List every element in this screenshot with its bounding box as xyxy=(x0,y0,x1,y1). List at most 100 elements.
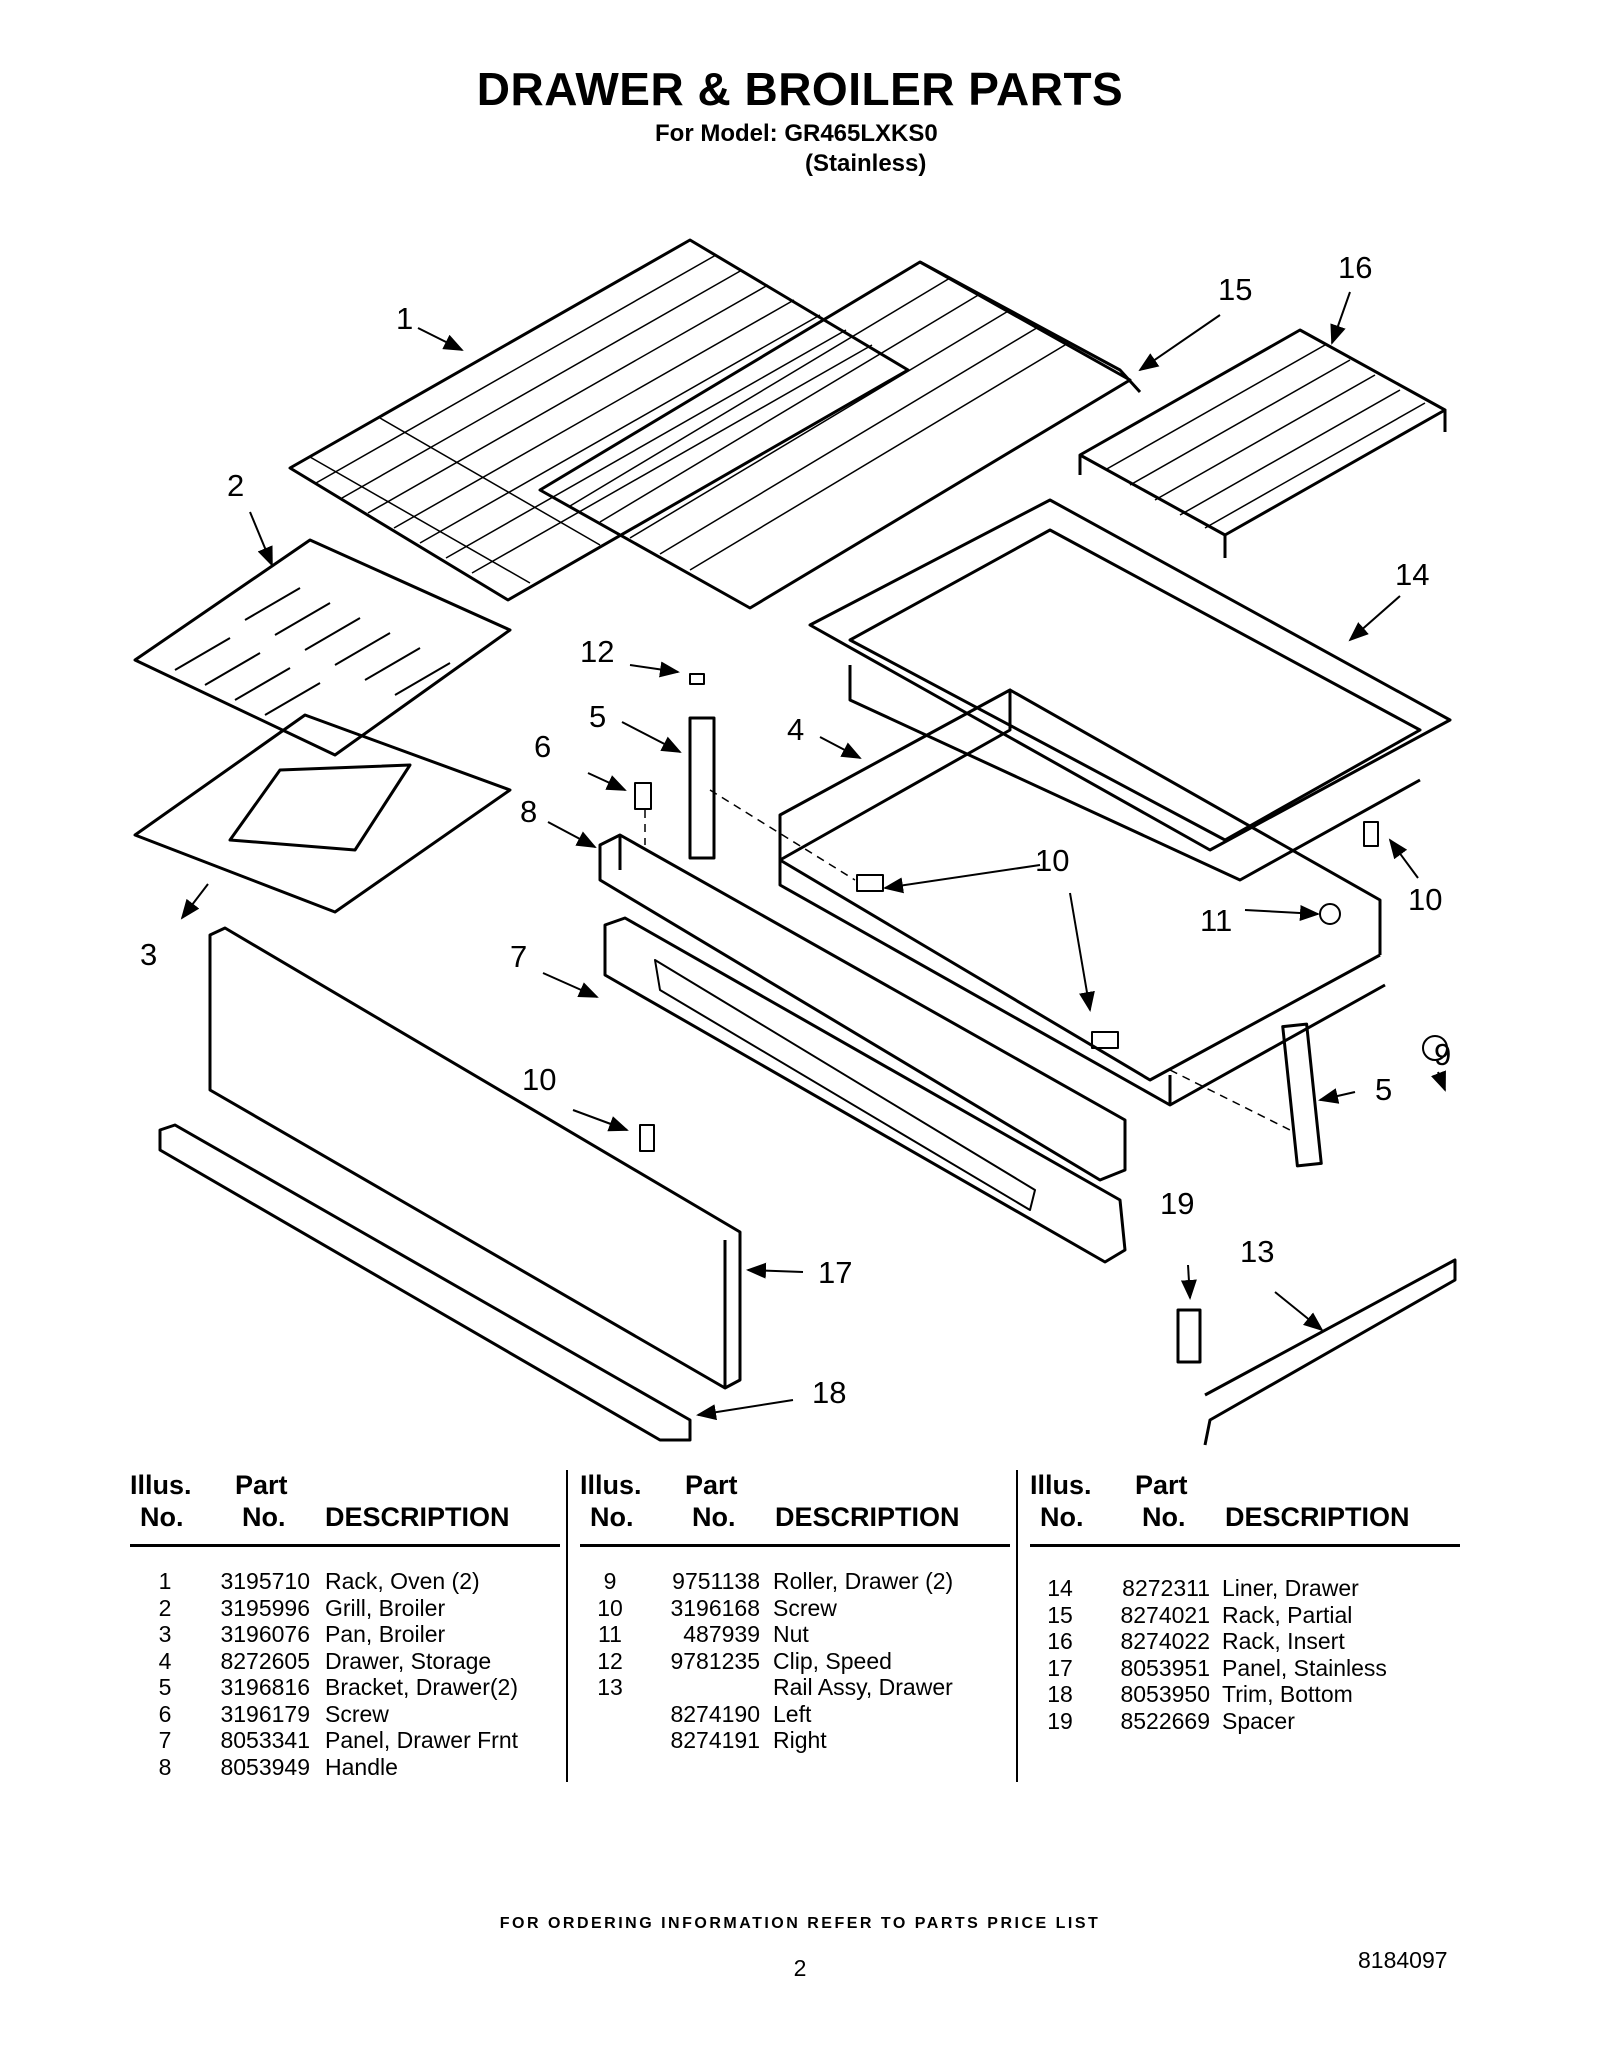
part-no: 487939 xyxy=(683,1621,760,1647)
illus-no: 9 xyxy=(603,1568,617,1594)
part-no: 3195996 xyxy=(220,1594,310,1621)
illus-no: 7 xyxy=(158,1727,172,1753)
description: Screw xyxy=(773,1594,837,1621)
header-rule xyxy=(580,1544,1010,1547)
description: Handle xyxy=(325,1753,398,1780)
part-no: 8053949 xyxy=(220,1753,310,1780)
broiler-grill-part xyxy=(133,538,512,757)
callout-12: 12 xyxy=(580,634,614,669)
part-no: 8274191 xyxy=(670,1727,760,1753)
illus-no: 6 xyxy=(158,1700,172,1727)
part-no: 3196179 xyxy=(220,1700,310,1727)
illus-no: 1 xyxy=(158,1568,172,1594)
callout-6: 6 xyxy=(534,729,551,764)
column-divider xyxy=(566,1470,568,1782)
description: Drawer, Storage xyxy=(325,1647,492,1674)
description-header: DESCRIPTION xyxy=(775,1502,960,1532)
part-header: Part xyxy=(1135,1470,1188,1500)
illus-header: Illus. xyxy=(1030,1470,1092,1500)
callout-11: 11 xyxy=(1200,903,1232,938)
description: Rack, Insert xyxy=(1222,1628,1345,1654)
illus-no: 2 xyxy=(158,1594,172,1621)
description: Liner, Drawer xyxy=(1222,1575,1359,1601)
description: Rack, Oven (2) xyxy=(325,1568,480,1594)
illus-no: 17 xyxy=(1047,1654,1073,1681)
description-header: DESCRIPTION xyxy=(1225,1502,1410,1532)
broiler-pan-part xyxy=(133,713,512,914)
description: Rack, Partial xyxy=(1222,1601,1353,1628)
part-no: 8522669 xyxy=(1120,1707,1210,1734)
illus-no: 8 xyxy=(158,1753,172,1780)
description: Rail Assy, Drawer xyxy=(773,1674,953,1700)
description: Spacer xyxy=(1222,1707,1295,1734)
illus-header: Illus. xyxy=(580,1470,642,1500)
oven-rack-part xyxy=(288,238,910,602)
callout-5b: 5 xyxy=(1375,1072,1392,1107)
page-number: 2 xyxy=(793,1955,807,1981)
illus-no: 15 xyxy=(1047,1601,1073,1628)
insert-rack-part xyxy=(1078,328,1447,558)
callout-14: 14 xyxy=(1395,557,1429,592)
illus-header: Illus. xyxy=(130,1470,192,1500)
drawer-front-panel-part xyxy=(603,916,1127,1264)
illus-no: 13 xyxy=(597,1674,623,1700)
description: Panel, Drawer Frnt xyxy=(325,1727,519,1753)
illus-no: 12 xyxy=(597,1647,623,1674)
callout-7: 7 xyxy=(510,939,527,974)
illus-no: 10 xyxy=(597,1594,623,1621)
part-no: 8274190 xyxy=(670,1700,760,1727)
callout-15: 15 xyxy=(1218,272,1252,307)
storage-drawer-part xyxy=(778,688,1386,1107)
description: Clip, Speed xyxy=(773,1647,892,1674)
spacer-part xyxy=(1176,1308,1202,1364)
page-title: DRAWER & BROILER PARTS xyxy=(476,63,1124,115)
illus-header-no: No. xyxy=(140,1502,184,1532)
part-no: 9781235 xyxy=(670,1647,760,1674)
finish-line: (Stainless) xyxy=(805,150,927,177)
description: Panel, Stainless xyxy=(1222,1654,1387,1681)
drawer-rail-part xyxy=(1203,1258,1457,1446)
description: Screw xyxy=(325,1700,389,1727)
callout-4: 4 xyxy=(787,712,804,747)
callout-18: 18 xyxy=(812,1375,846,1410)
model-line: For Model: GR465LXKS0 xyxy=(655,120,938,147)
callout-19: 19 xyxy=(1160,1186,1194,1221)
stainless-panel-part xyxy=(208,926,742,1390)
illus-no: 11 xyxy=(598,1621,622,1647)
parts-table-column-3: Illus. No. Part No. DESCRIPTION 14 827231… xyxy=(1030,1470,1460,1734)
description: Trim, Bottom xyxy=(1222,1681,1353,1707)
callout-16: 16 xyxy=(1338,250,1372,285)
description: Grill, Broiler xyxy=(325,1594,446,1621)
illus-no: 16 xyxy=(1047,1628,1073,1654)
callout-9: 9 xyxy=(1434,1037,1451,1072)
description: Pan, Broiler xyxy=(325,1621,446,1647)
illus-header-no: No. xyxy=(1040,1502,1084,1532)
part-header: Part xyxy=(685,1470,738,1500)
part-no: 8053341 xyxy=(220,1727,310,1753)
header-rule xyxy=(130,1544,560,1547)
callout-5a: 5 xyxy=(589,699,606,734)
part-header: Part xyxy=(235,1470,288,1500)
part-no: 3196168 xyxy=(670,1594,760,1621)
bottom-trim-part xyxy=(158,1123,692,1442)
bracket-left-part xyxy=(688,716,716,860)
description: Roller, Drawer (2) xyxy=(773,1568,954,1594)
part-no: 8274022 xyxy=(1120,1628,1210,1654)
part-header-no: No. xyxy=(242,1502,286,1532)
callout-10a: 10 xyxy=(1035,843,1069,878)
description-header: DESCRIPTION xyxy=(325,1502,510,1532)
part-header-no: No. xyxy=(1142,1502,1186,1532)
illus-no: 14 xyxy=(1047,1575,1073,1601)
description: Left xyxy=(773,1700,812,1727)
callout-10b: 10 xyxy=(1408,882,1442,917)
part-no: 8053950 xyxy=(1120,1681,1210,1707)
document-number: 8184097 xyxy=(1358,1947,1448,1973)
part-no: 8272605 xyxy=(220,1647,310,1674)
part-no: 8272311 xyxy=(1122,1575,1210,1601)
callout-1: 1 xyxy=(396,301,413,336)
ordering-note: FOR ORDERING INFORMATION REFER TO PARTS … xyxy=(499,1915,1101,1932)
illus-no: 19 xyxy=(1047,1707,1073,1734)
illus-no: 3 xyxy=(158,1621,172,1647)
